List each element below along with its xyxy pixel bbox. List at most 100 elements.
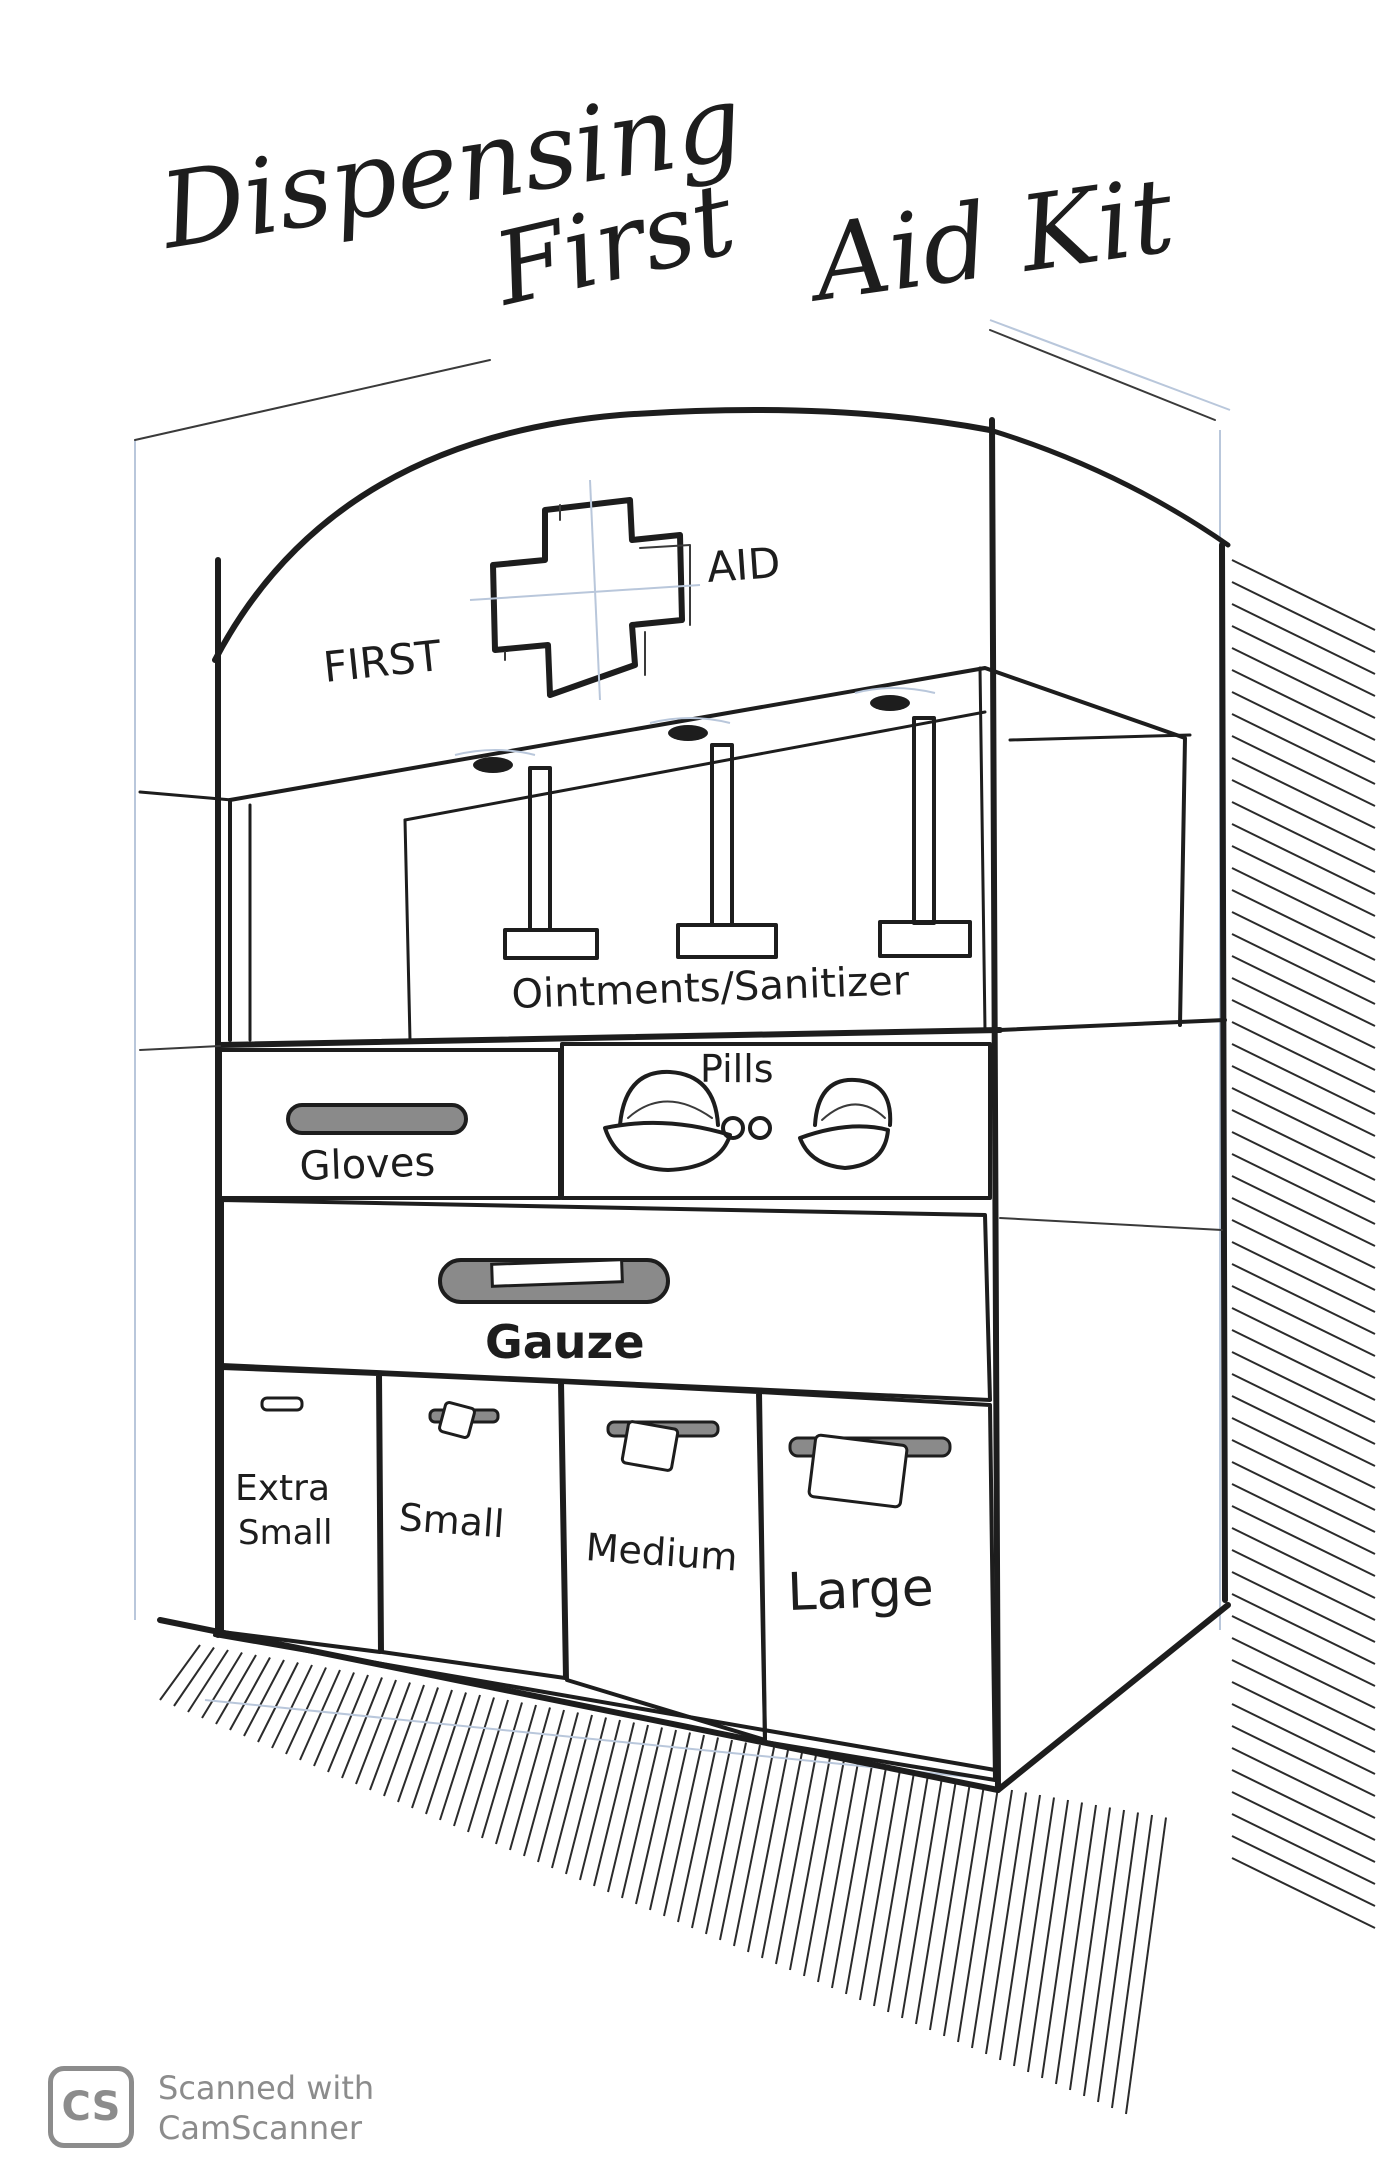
hatch-line [1231, 1043, 1376, 1115]
hatch-line [775, 1754, 817, 1965]
hatch-line [1231, 1197, 1376, 1269]
gloves-slot [286, 1103, 468, 1135]
hatch-line [1231, 1065, 1376, 1137]
bandage-drawer-extra-small: Extra Small [235, 1396, 332, 1553]
hatch-line [243, 1659, 285, 1737]
hatch-line [957, 1787, 999, 2043]
hatch-line [1231, 955, 1376, 1027]
hatch-line [1231, 1373, 1376, 1445]
hatch-line [1231, 1527, 1376, 1599]
bandage-label-medium: Medium [584, 1525, 739, 1579]
hatch-line [1069, 1807, 1111, 2091]
hatch-line [1231, 1681, 1376, 1753]
hatch-line [1231, 1417, 1376, 1489]
hatch-line [1097, 1812, 1139, 2103]
pill-bowl-right [798, 1077, 893, 1170]
hatch-line [1231, 669, 1376, 741]
cross-icon [490, 497, 685, 698]
hatch-line [1231, 889, 1376, 961]
hatch-line [1231, 1725, 1376, 1797]
bandage-drawer-large: Large [786, 1433, 952, 1623]
bandage-drawers: Extra Small Small Medium Large [235, 1396, 952, 1623]
camscanner-text: Scanned with CamScanner [158, 2068, 374, 2148]
hatch-line [215, 1654, 257, 1725]
hatch-line [733, 1747, 775, 1947]
ointment-dispenser-middle [649, 717, 778, 959]
hatch-line [257, 1662, 299, 1743]
hatch-line [1231, 823, 1376, 895]
hatch-line [635, 1729, 677, 1905]
hatch-line [313, 1672, 355, 1767]
title-aid-kit: Aid Kit [799, 154, 1181, 326]
hatch-line [915, 1779, 957, 2025]
watermark-line2: CamScanner [158, 2109, 363, 2147]
hatch-line [467, 1699, 509, 1833]
hatch-line [1231, 1241, 1376, 1313]
pills-drawer [560, 1042, 992, 1200]
hatch-line [1231, 1395, 1376, 1467]
hatch-line [159, 1644, 201, 1701]
side-shadow-hatching [1231, 559, 1376, 1929]
hatch-line [831, 1764, 873, 1989]
hatch-line [1083, 1809, 1125, 2097]
hatch-line [747, 1749, 789, 1953]
cabinet [138, 407, 1231, 1793]
hatch-line [173, 1646, 215, 1707]
hatch-line [1231, 845, 1376, 917]
hatch-line [579, 1719, 621, 1881]
bandage-drawer-medium: Medium [584, 1420, 739, 1580]
hatch-line [663, 1734, 705, 1917]
hatch-line [1231, 1659, 1376, 1731]
hatch-line [1231, 735, 1376, 807]
hatch-line [817, 1762, 859, 1983]
hatch-line [1231, 1175, 1376, 1247]
hatch-line [803, 1759, 845, 1977]
hatch-line [299, 1669, 341, 1761]
hatch-line [1231, 1791, 1376, 1863]
hatch-line [677, 1737, 719, 1923]
hatch-line [1231, 1615, 1376, 1687]
hatch-line [1231, 757, 1376, 829]
hatch-line [453, 1697, 495, 1827]
hatch-line [1231, 1021, 1376, 1093]
perspective-guides [134, 319, 1231, 1781]
hatch-line [1231, 1505, 1376, 1577]
hatch-line [1231, 1439, 1376, 1511]
hatch-line [271, 1664, 313, 1749]
hatch-line [1231, 1461, 1376, 1533]
bandage-label-large: Large [786, 1558, 934, 1623]
hatch-line [383, 1684, 425, 1797]
hatch-line [901, 1777, 943, 2019]
hatch-line [1111, 1814, 1153, 2109]
hatch-line [439, 1694, 481, 1821]
sign-aid-text: AID [705, 538, 782, 592]
camscanner-logo: CS [48, 2066, 134, 2148]
hatch-line [943, 1784, 985, 2037]
hatch-line [1231, 1351, 1376, 1423]
hatch-line [649, 1732, 691, 1911]
hatch-line [859, 1769, 901, 2001]
pill-bowl-left [603, 1069, 732, 1172]
hatch-line [1231, 911, 1376, 983]
hatch-line [1013, 1797, 1055, 2067]
hatch-line [565, 1717, 607, 1875]
hatch-line [719, 1744, 761, 1941]
ointment-dispenser-right [854, 687, 972, 958]
hatch-line [1231, 1637, 1376, 1709]
gloves-dispenser: Gloves [286, 1103, 468, 1190]
hatch-line [1231, 581, 1376, 653]
hatch-line [369, 1682, 411, 1791]
bandage-icon [260, 1396, 304, 1412]
hatch-line [523, 1709, 565, 1857]
hatch-line [1231, 933, 1376, 1005]
hatch-line [355, 1679, 397, 1785]
hatch-line [607, 1724, 649, 1893]
hatch-line [1231, 1483, 1376, 1555]
hatch-line [1231, 647, 1376, 719]
hatch-line [397, 1687, 439, 1803]
hatch-line [1231, 779, 1376, 851]
bandage-drawer-small: Small [397, 1401, 506, 1546]
hatch-line [1231, 1263, 1376, 1335]
hatch-line [1231, 801, 1376, 873]
